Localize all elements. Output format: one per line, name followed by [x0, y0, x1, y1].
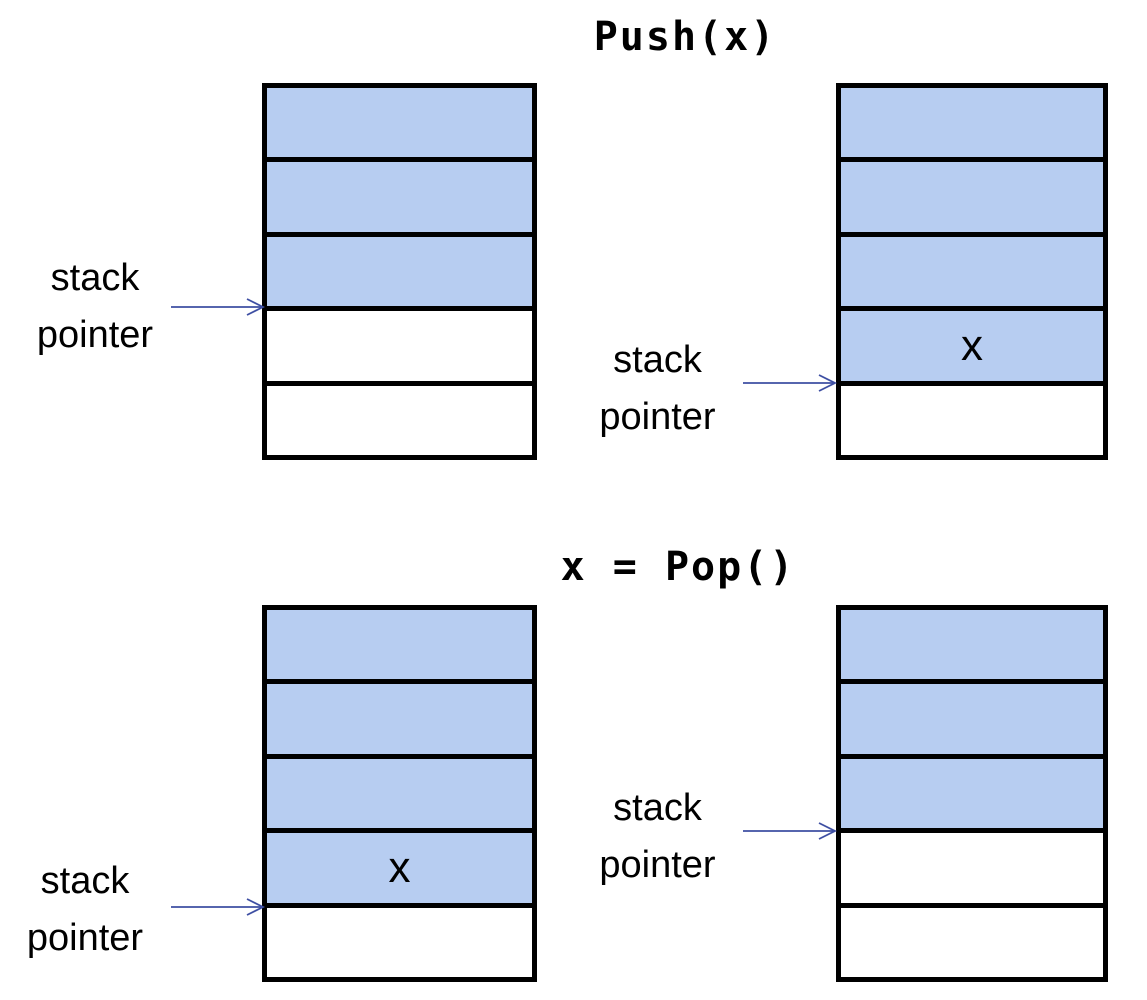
stack-pop-before: x: [262, 605, 537, 982]
stack-pointer-arrow-push-before: [171, 298, 265, 316]
stack-pointer-label-pop-after: stack pointer: [585, 780, 730, 894]
stack-pointer-arrow-pop-after: [743, 822, 837, 840]
stack-push-before: [262, 83, 537, 460]
stack-cell: [841, 162, 1103, 237]
stack-cell: [841, 610, 1103, 685]
stack-cell: [267, 162, 532, 237]
stack-pointer-label-pop-before: stack pointer: [10, 853, 160, 967]
stack-cell: [841, 236, 1103, 312]
stack-cell: [267, 236, 532, 312]
stack-pointer-arrow-push-after: [743, 374, 837, 392]
stack-cell: [267, 311, 532, 386]
pop-title: x = Pop(): [560, 544, 796, 590]
pointer-label-line1: stack: [613, 339, 702, 381]
stack-cell: [841, 907, 1103, 978]
stack-cell: [267, 610, 532, 685]
pointer-label-line1: stack: [613, 787, 702, 829]
stack-cell: [841, 385, 1103, 456]
pointer-label-line2: pointer: [599, 844, 716, 886]
stack-cell: [267, 385, 532, 456]
stack-cell: [841, 758, 1103, 834]
pointer-label-line1: stack: [50, 257, 140, 299]
stack-push-after: x: [836, 83, 1108, 460]
stack-pointer-arrow-pop-before: [171, 898, 265, 916]
stack-cell-x: x: [267, 833, 532, 908]
stack-cell: [267, 907, 532, 978]
pointer-label-line2: pointer: [599, 396, 716, 438]
stack-cell: [841, 833, 1103, 908]
stack-pointer-label-push-before: stack pointer: [20, 250, 170, 364]
stack-cell: [267, 88, 532, 163]
stack-cell: [841, 88, 1103, 163]
pointer-label-line2: pointer: [26, 917, 144, 959]
pointer-label-line1: stack: [40, 860, 130, 902]
stack-cell-x: x: [841, 311, 1103, 386]
stack-cell: [267, 758, 532, 834]
push-title: Push(x): [593, 14, 777, 60]
stack-cell: [267, 684, 532, 759]
stack-pointer-label-push-after: stack pointer: [585, 332, 730, 446]
stack-pop-after: [836, 605, 1108, 982]
stack-cell: [841, 684, 1103, 759]
pointer-label-line2: pointer: [36, 314, 154, 356]
